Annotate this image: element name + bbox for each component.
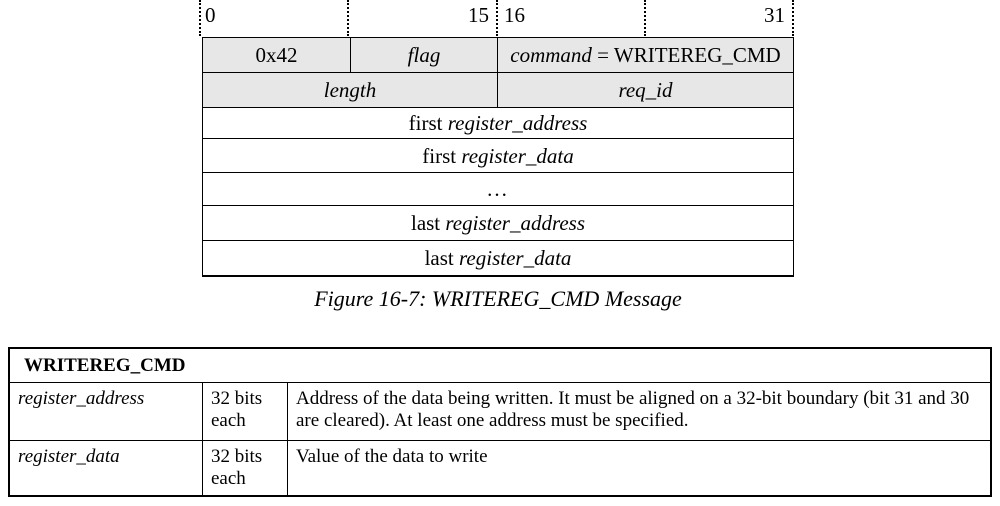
cell-first-register-data: first register_data: [203, 139, 793, 172]
byte-divider-line-24: [644, 0, 646, 36]
field-size-cell: 32 bits each: [203, 441, 288, 495]
diagram-row-header2: length req_id: [203, 73, 793, 108]
cell-ellipsis: ...: [203, 173, 793, 205]
ellipsis-text: ...: [487, 177, 509, 201]
cell-length: length: [203, 73, 498, 107]
diagram-row-first-register-data: first register_data: [203, 139, 793, 173]
cell-flag: flag: [351, 38, 498, 72]
word-var: register_address: [445, 211, 586, 235]
spec-table-title-row: WRITEREG_CMD: [10, 349, 990, 383]
spec-row-register-data: register_data 32 bits each Value of the …: [10, 441, 990, 495]
figure-caption: Figure 16-7: WRITEREG_CMD Message: [314, 286, 682, 311]
field-name-cell: register_address: [10, 383, 203, 440]
cell-first-register-address: first register_address: [203, 108, 793, 138]
cell-msg-type: 0x42: [203, 38, 351, 72]
diagram-row-header1: 0x42 flag command = WRITEREG_CMD: [203, 38, 793, 73]
word-var: register_data: [459, 246, 572, 270]
word-var: register_address: [447, 111, 588, 135]
word-prefix: last: [424, 246, 460, 270]
bit-label-0: 0: [205, 3, 216, 27]
byte-divider-line-16: [496, 0, 498, 36]
field-size-cell: 32 bits each: [203, 383, 288, 440]
word-prefix: last: [410, 211, 446, 235]
msg-type-value: 0x42: [255, 43, 298, 67]
diagram-row-last-register-address: last register_address: [203, 206, 793, 241]
field-description-cell: Value of the data to write: [296, 446, 488, 467]
diagram-row-ellipsis: ...: [203, 173, 793, 206]
spec-table-title: WRITEREG_CMD: [24, 354, 186, 376]
cell-req-id: req_id: [498, 73, 793, 107]
cell-last-register-address: last register_address: [203, 206, 793, 240]
byte-divider-line-8: [347, 0, 349, 36]
req-id-label: req_id: [618, 78, 673, 102]
spec-table: WRITEREG_CMD register_address 32 bits ea…: [8, 347, 992, 497]
field-description-cell: Address of the data being written. It mu…: [296, 388, 970, 431]
length-label: length: [323, 78, 377, 102]
flag-label: flag: [407, 43, 441, 67]
word-prefix: first: [422, 143, 462, 168]
bit-label-31: 31: [764, 3, 785, 27]
word-prefix: first: [408, 111, 448, 135]
cell-command: command = WRITEREG_CMD: [498, 38, 793, 72]
word-var: register_data: [461, 143, 574, 168]
bit-label-15: 15: [468, 3, 489, 27]
field-name-cell: register_data: [10, 441, 203, 495]
bit-label-16: 16: [504, 3, 525, 27]
byte-divider-line-32: [792, 0, 794, 36]
cell-last-register-data: last register_data: [203, 241, 793, 275]
diagram-row-last-register-data: last register_data: [203, 241, 793, 275]
command-value: = WRITEREG_CMD: [591, 43, 781, 67]
diagram-row-first-register-address: first register_address: [203, 108, 793, 139]
command-label: command: [510, 43, 592, 67]
writereg-cmd-message-diagram: 0x42 flag command = WRITEREG_CMD length …: [202, 37, 794, 277]
byte-divider-line-0: [199, 0, 201, 36]
spec-row-register-address: register_address 32 bits each Address of…: [10, 383, 990, 441]
